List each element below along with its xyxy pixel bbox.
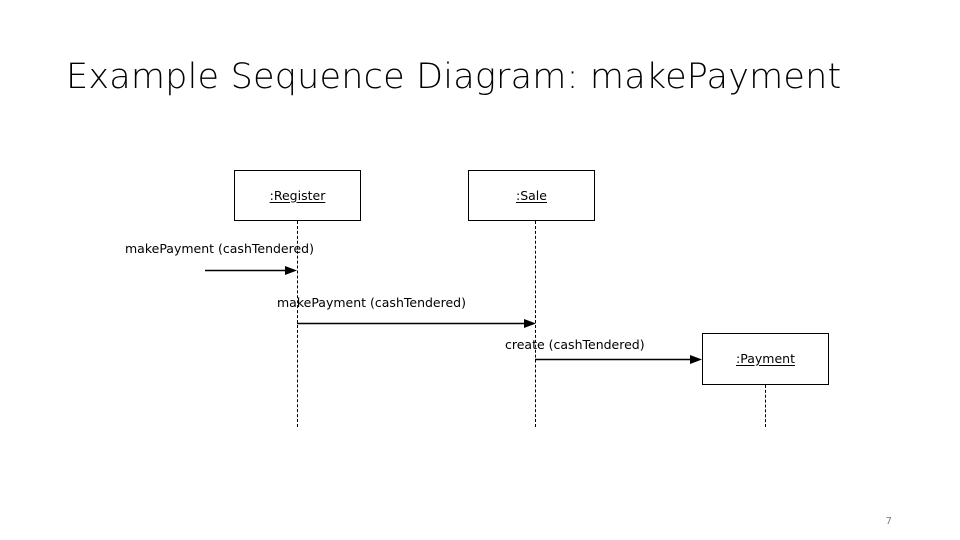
page-title: Example Sequence Diagram: makePayment — [66, 57, 842, 97]
lifeline-box-sale: :Sale — [468, 170, 595, 221]
message-label-3: create (cashTendered) — [505, 337, 645, 352]
message-label-1: makePayment (cashTendered) — [125, 241, 314, 256]
lifeline-label-sale: :Sale — [516, 187, 547, 203]
lifeline-box-payment: :Payment — [702, 333, 829, 385]
lifeline-label-payment: :Payment — [736, 351, 795, 366]
lifeline-box-register: :Register — [234, 170, 361, 221]
message-arrow-2 — [297, 318, 536, 329]
lifeline-dashes-sale — [535, 221, 536, 427]
page-number: 7 — [885, 516, 892, 527]
message-label-2: makePayment (cashTendered) — [277, 295, 466, 310]
message-arrow-3 — [535, 354, 702, 365]
message-arrow-1 — [205, 265, 297, 276]
lifeline-label-register: :Register — [269, 187, 326, 203]
lifeline-dashes-payment — [765, 385, 766, 427]
